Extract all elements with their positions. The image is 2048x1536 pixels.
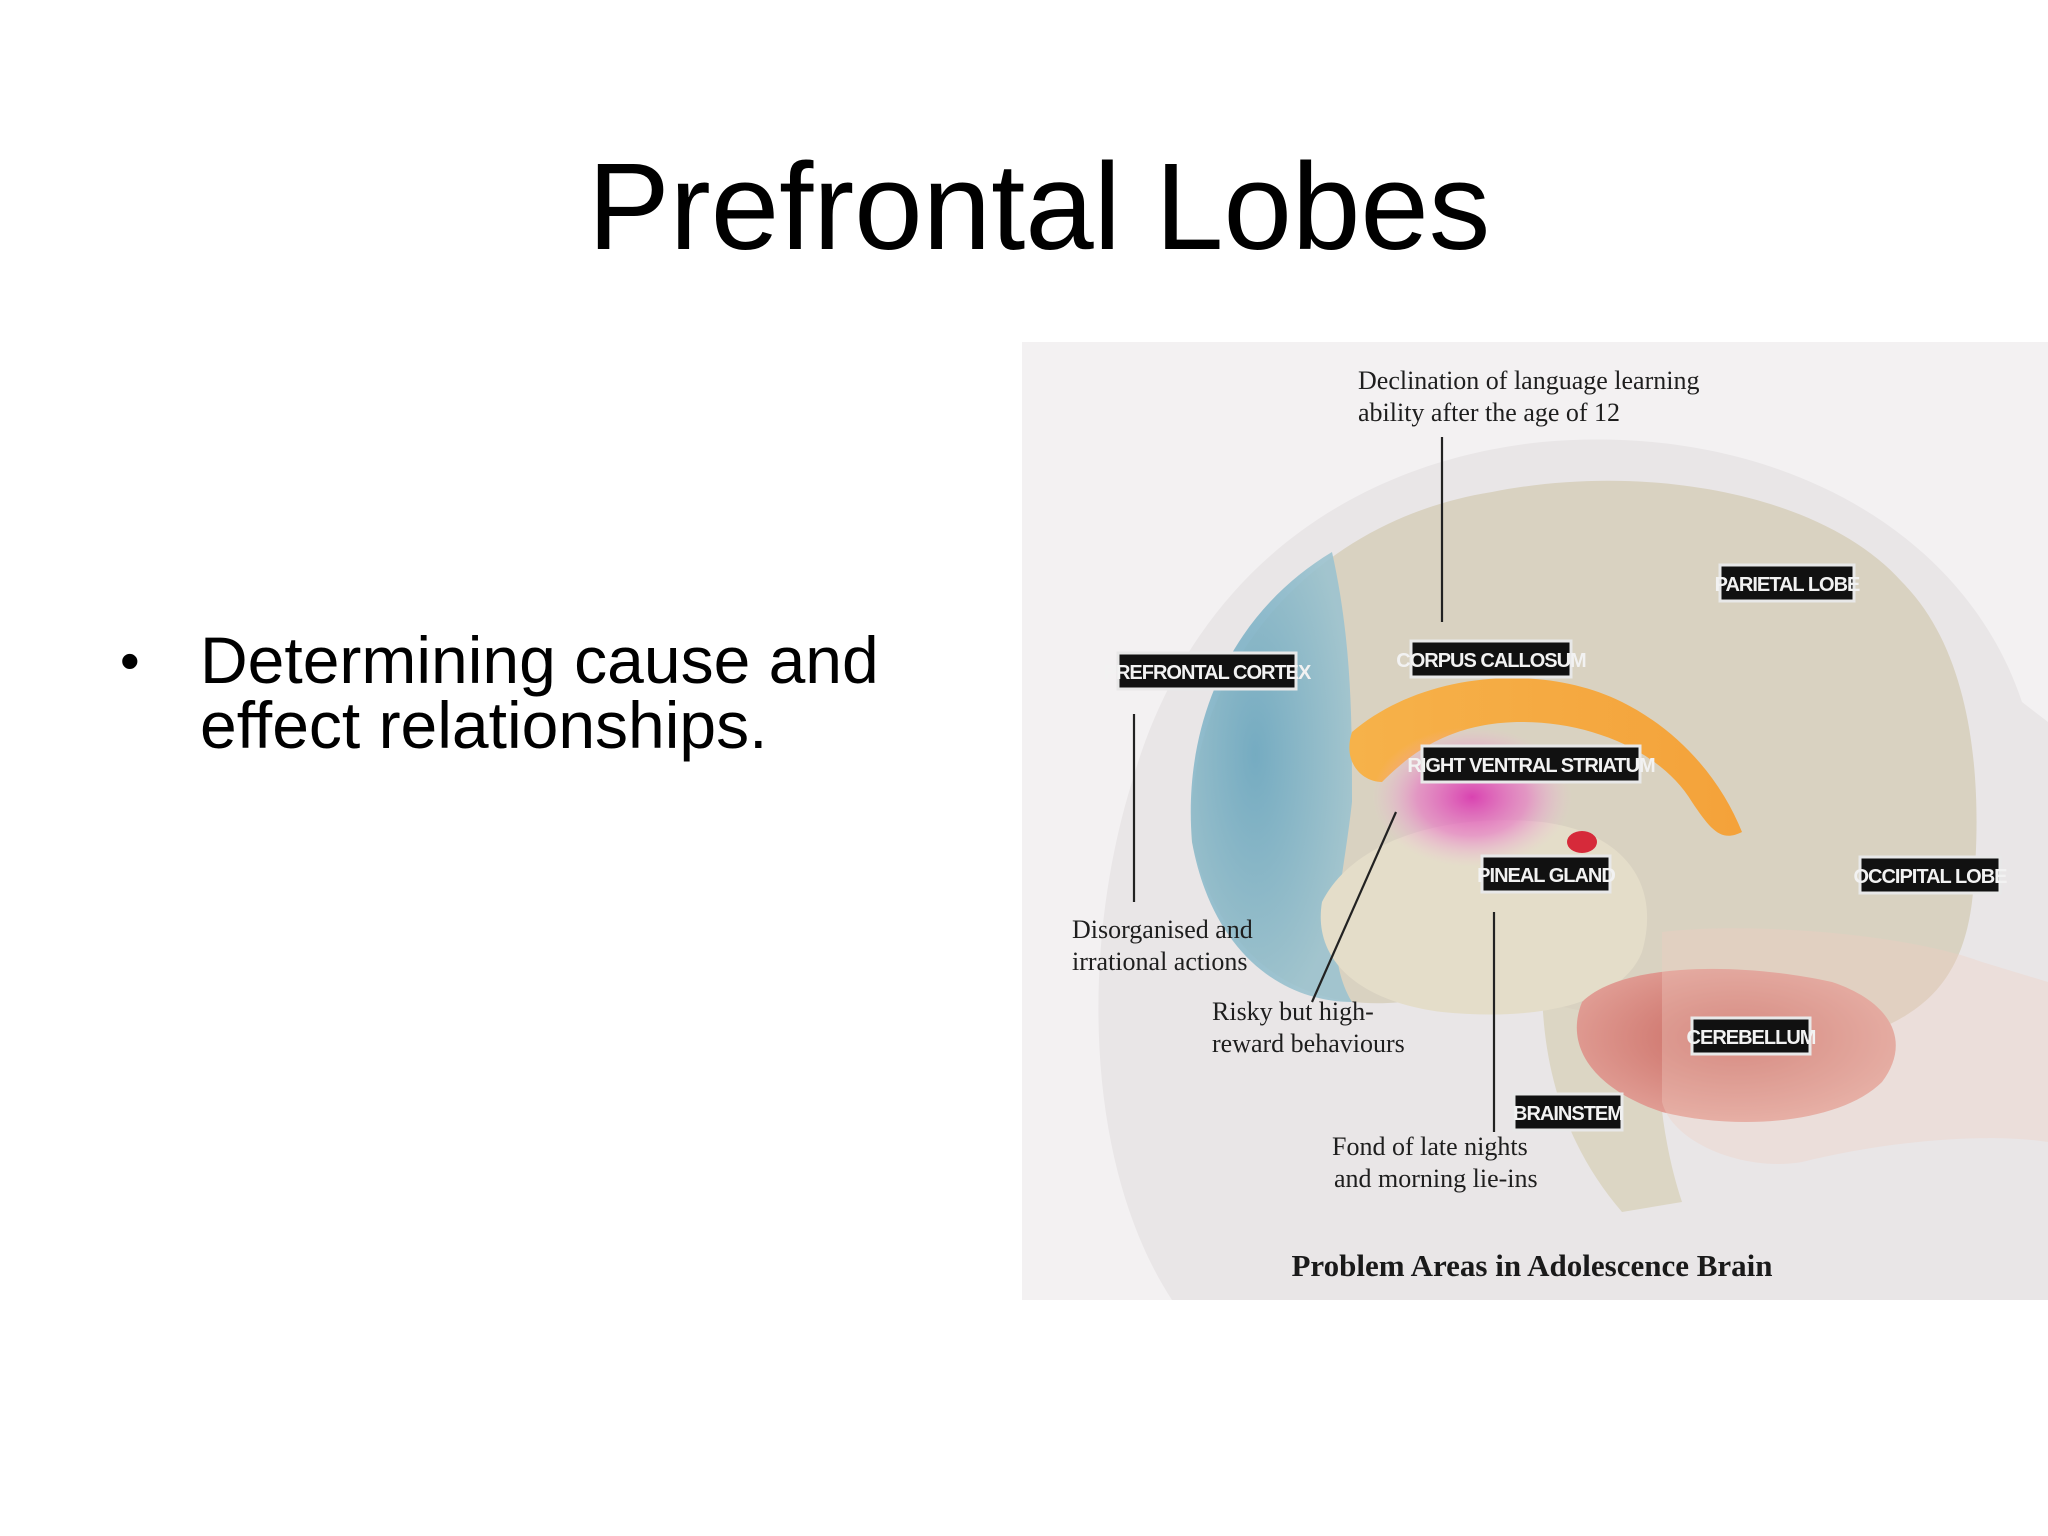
label-parietal-lobe: PARIETAL LOBE xyxy=(1715,563,1861,603)
svg-text:CEREBELLUM: CEREBELLUM xyxy=(1687,1027,1816,1049)
label-corpus-callosum: CORPUS CALLOSUM xyxy=(1396,639,1587,679)
label-occipital-lobe: OCCIPITAL LOBE xyxy=(1853,855,2008,895)
svg-text:OCCIPITAL LOBE: OCCIPITAL LOBE xyxy=(1853,866,2007,888)
leader-striatum xyxy=(1310,811,1398,1003)
corpus-callosum-shape xyxy=(1349,678,1742,836)
figure-caption: Problem Areas in Adolescence Brain xyxy=(1291,1248,1772,1283)
label-prefrontal-cortex: PREFRONTAL CORTEX xyxy=(1104,651,1313,691)
svg-text:CORPUS CALLOSUM: CORPUS CALLOSUM xyxy=(1396,650,1586,672)
svg-text:RIGHT VENTRAL STRIATUM: RIGHT VENTRAL STRIATUM xyxy=(1407,755,1655,777)
note-sleep: Fond of late nights and morning lie-ins xyxy=(1332,1132,1538,1193)
bullet-list: Determining cause and effect relationshi… xyxy=(120,627,1000,758)
slide-title: Prefrontal Lobes xyxy=(587,139,1491,276)
svg-text:PINEAL GLAND: PINEAL GLAND xyxy=(1477,865,1615,887)
pineal-gland-shape xyxy=(1567,831,1597,853)
bullet-item: Determining cause and effect relationshi… xyxy=(120,627,1000,758)
label-pineal-gland: PINEAL GLAND xyxy=(1477,854,1616,894)
svg-text:PREFRONTAL CORTEX: PREFRONTAL CORTEX xyxy=(1104,662,1312,684)
label-right-ventral-striatum: RIGHT VENTRAL STRIATUM xyxy=(1407,744,1656,784)
label-cerebellum: CEREBELLUM xyxy=(1687,1016,1817,1056)
head-overlay xyxy=(1662,928,2048,1164)
label-brainstem: BRAINSTEM xyxy=(1512,1092,1624,1132)
svg-text:BRAINSTEM: BRAINSTEM xyxy=(1513,1103,1623,1125)
note-risky: Risky but high- reward behaviours xyxy=(1212,997,1405,1058)
brain-diagram: Declination of language learning ability… xyxy=(1022,342,2048,1300)
svg-text:PARIETAL LOBE: PARIETAL LOBE xyxy=(1715,574,1860,596)
note-language: Declination of language learning ability… xyxy=(1358,366,1706,427)
note-disorganised: Disorganised and irrational actions xyxy=(1072,915,1259,976)
brain-illustration: Declination of language learning ability… xyxy=(1072,366,2048,1300)
